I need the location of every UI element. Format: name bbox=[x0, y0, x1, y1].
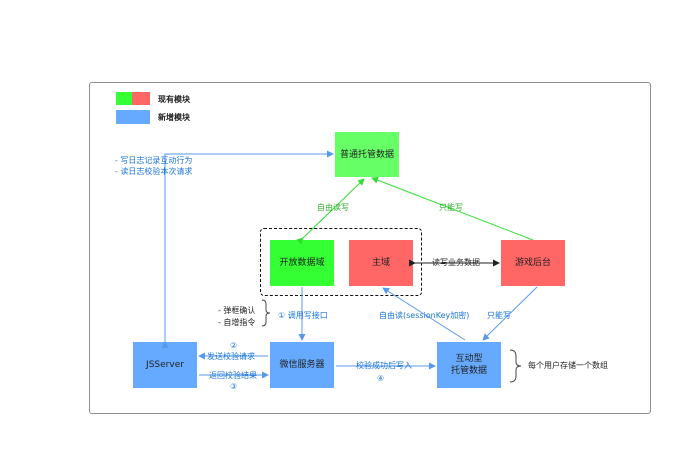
label-step-4: ④ bbox=[377, 374, 385, 383]
label-write-only-interactive: 只能写 bbox=[487, 311, 511, 320]
edge-interactive-main bbox=[382, 287, 466, 341]
legend-existing-label: 现有模块 bbox=[158, 95, 190, 104]
label-auto-instr: - 自增指令 bbox=[218, 318, 256, 327]
edge-backend-interactive bbox=[482, 286, 538, 341]
legend-new-label: 新增模块 bbox=[158, 113, 190, 122]
brace-per-user bbox=[509, 349, 522, 383]
label-per-user: 每个用户存储一个数组 bbox=[528, 361, 608, 370]
label-rw-business: 读写业务数据 bbox=[432, 258, 480, 267]
node-jsserver: JSServer bbox=[133, 342, 197, 388]
edge-open-hosted bbox=[296, 178, 365, 245]
node-main-domain: 主域 bbox=[349, 240, 413, 286]
label-write-only-backend: 只能写 bbox=[439, 203, 463, 212]
label-verify-write: 校验成功后写入 bbox=[356, 361, 412, 370]
label-step-2: ② bbox=[230, 341, 238, 350]
node-hosted-data: 普通托管数据 bbox=[335, 132, 399, 177]
label-js-note-2: - 读日志校验本次请求 bbox=[115, 167, 193, 176]
label-js-note-1: - 写日志记录互动行为 bbox=[115, 156, 193, 165]
legend-swatch-existing-green bbox=[116, 92, 132, 105]
label-step-3: ③ bbox=[230, 382, 238, 391]
legend-swatch-new bbox=[116, 110, 150, 124]
brace-open-notes bbox=[261, 299, 271, 327]
label-popup-confirm: - 弹框确认 bbox=[218, 306, 256, 315]
node-wechat-server: 微信服务器 bbox=[270, 342, 334, 388]
label-free-read-session: 自由读(sessionKey加密) bbox=[379, 311, 470, 320]
legend-swatch-existing-red bbox=[132, 92, 150, 105]
label-call-write: ① 调用写接口 bbox=[278, 311, 328, 320]
label-return-result: 返回校验结果 bbox=[209, 371, 257, 380]
label-free-rw: 自由读写 bbox=[317, 203, 349, 212]
node-game-backend: 游戏后台 bbox=[501, 240, 565, 286]
node-interactive-hosted-data: 互动型 托管数据 bbox=[437, 342, 501, 388]
label-send-verify: 发送校验请求 bbox=[207, 352, 255, 361]
edge-jsserver-hosted bbox=[161, 150, 334, 348]
edge-backend-hosted bbox=[371, 176, 534, 241]
